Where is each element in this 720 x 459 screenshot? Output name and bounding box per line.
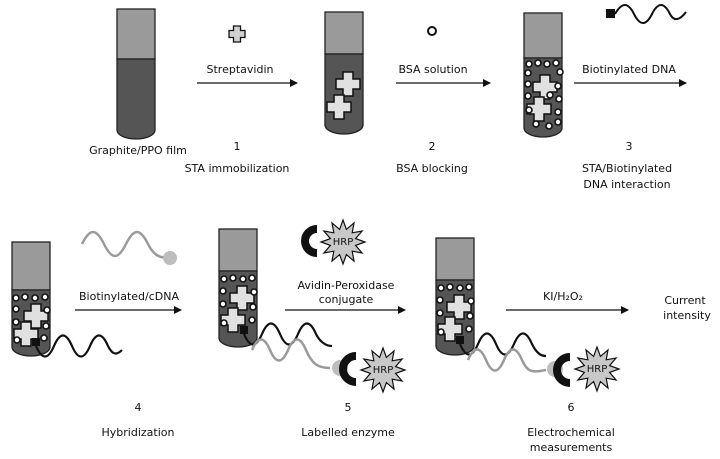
bsa-dots <box>524 59 564 130</box>
step-label: Hybridization <box>102 426 175 439</box>
step-caption: 4 Hybridization <box>102 401 175 439</box>
step-caption: 5 Labelled enzyme <box>301 401 395 439</box>
step-number: 1 <box>234 140 241 153</box>
step-caption: 1 STA immobilization <box>185 140 290 175</box>
biotinylated-cdna-icon <box>80 230 177 265</box>
step-number: 6 <box>568 401 575 414</box>
step-number: 2 <box>429 140 436 153</box>
arrow-label-biotinylated-dna: Biotinylated DNA <box>582 63 676 76</box>
tube-step-4 <box>218 228 357 386</box>
step-label: Electrochemical <box>527 426 615 439</box>
bsa-dots <box>12 293 51 344</box>
bsa-dots <box>436 283 475 336</box>
bsa-circle-icon <box>427 26 437 36</box>
electrode-label: Graphite/PPO film <box>89 144 187 157</box>
arrow-label-ki-h2o2: KI/H₂O₂ <box>543 290 583 303</box>
streptavidin-icon <box>228 25 246 43</box>
step-label: measurements <box>530 441 613 454</box>
arrow-label-conjugate: conjugate <box>319 293 374 306</box>
arrow-label-biotinylated-cdna: Biotinylated/cDNA <box>79 290 179 303</box>
step-caption: 2 BSA blocking <box>396 140 468 175</box>
step-label: Labelled enzyme <box>301 426 395 439</box>
step-label: STA/Biotinylated <box>582 162 672 175</box>
result-label-line1: Current <box>664 294 706 307</box>
svg-text:HRP: HRP <box>587 364 608 375</box>
step-label: STA immobilization <box>185 162 290 175</box>
bsa-dots <box>219 274 258 327</box>
hrp-enzyme-icon: HRP <box>573 345 621 393</box>
tube-step-2 <box>523 12 564 138</box>
tube-step-3 <box>11 241 123 358</box>
svg-text:HRP: HRP <box>373 365 394 376</box>
step-number: 3 <box>626 140 633 153</box>
hrp-enzyme-icon: HRP <box>359 346 407 394</box>
step-number: 4 <box>135 401 142 414</box>
step-caption: 3 STA/Biotinylated DNA interaction <box>582 140 672 191</box>
avidin-hrp-conjugate-icon: HRP <box>301 218 367 266</box>
result-label-line2: intensity <box>663 309 711 322</box>
step-label: BSA blocking <box>396 162 468 175</box>
step-caption: 6 Electrochemical measurements <box>527 401 615 454</box>
arrow-label-bsa: BSA solution <box>398 63 467 76</box>
tube-step-1 <box>324 11 364 135</box>
tube-electrode-bare <box>116 8 156 140</box>
arrow-label-avidin: Avidin-Peroxidase <box>298 279 395 292</box>
step-label: DNA interaction <box>583 178 670 191</box>
tube-step-5 <box>435 237 571 387</box>
arrow-label-streptavidin: Streptavidin <box>207 63 274 76</box>
biotinylated-dna-icon <box>606 4 687 24</box>
step-number: 5 <box>345 401 352 414</box>
svg-text:HRP: HRP <box>333 237 354 248</box>
